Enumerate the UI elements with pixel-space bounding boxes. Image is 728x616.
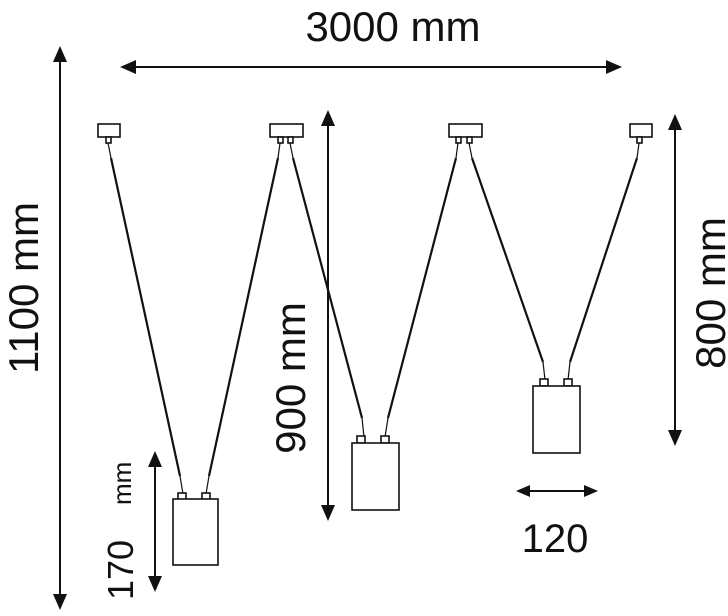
cable-wire	[277, 142, 281, 159]
cable	[109, 157, 182, 477]
arrow-icon	[321, 505, 335, 521]
pendant-shade-icon	[532, 385, 581, 454]
arrow-icon	[120, 60, 136, 74]
cable	[386, 157, 458, 419]
canopy-connector	[466, 136, 473, 144]
ceiling-canopy-icon	[629, 123, 653, 138]
cables	[107, 142, 640, 495]
canopy-4	[629, 123, 653, 144]
cable-wire	[542, 361, 546, 381]
ceiling-canopy-icon	[269, 123, 304, 138]
arrow-icon	[321, 110, 335, 126]
right-drop-label: 800 mm	[687, 217, 728, 369]
arrow-icon	[668, 114, 682, 130]
cable	[568, 157, 639, 363]
dimension-total-height: 1100 mm	[0, 46, 67, 610]
canopy-connector	[277, 136, 284, 144]
arrow-icon	[53, 46, 67, 62]
dimension-shade-height: 170 mm	[100, 451, 162, 600]
cable-wire	[179, 475, 184, 495]
cable-wire	[107, 142, 112, 159]
arrow-icon	[606, 60, 622, 74]
dimension-right-drop: 800 mm	[668, 114, 728, 446]
arrow-icon	[584, 485, 598, 497]
cable	[470, 157, 545, 363]
dimension-total-width: 3000 mm	[120, 3, 622, 74]
cable-wire	[455, 142, 459, 159]
cable-wire	[289, 142, 294, 159]
pendant-1	[172, 492, 219, 566]
pendant-3	[532, 378, 581, 454]
pendant-2	[351, 435, 400, 511]
dimension-middle-drop: 900 mm	[267, 110, 335, 521]
dimension-shade-width: 120	[516, 485, 598, 561]
total-height-label: 1100 mm	[0, 202, 47, 374]
cable	[207, 157, 280, 477]
canopy-connector	[636, 136, 643, 144]
arrow-icon	[148, 451, 162, 467]
ceiling-canopy-icon	[97, 123, 121, 138]
canopy-3	[448, 123, 483, 144]
pendant-shade-icon	[351, 442, 400, 511]
arrow-icon	[516, 485, 530, 497]
canopy-connector	[105, 136, 112, 144]
shade-connector	[356, 435, 366, 444]
pendant-shade-icon	[172, 498, 219, 566]
canopy-2	[269, 123, 304, 144]
cable-wire	[636, 142, 640, 159]
shade-width-label: 120	[522, 517, 589, 561]
cable-wire	[567, 361, 571, 381]
cable-wire	[361, 417, 365, 438]
shade-connector	[539, 378, 549, 387]
ceiling-canopy-icon	[448, 123, 483, 138]
cable-wire	[384, 417, 389, 438]
shade-connector	[563, 378, 573, 387]
cable-wire	[205, 475, 210, 495]
shade-height-unit: mm	[107, 462, 137, 505]
shade-height-value: 170	[100, 540, 141, 600]
canopy-connector	[287, 136, 294, 144]
arrow-icon	[668, 430, 682, 446]
canopy-1	[97, 123, 121, 144]
arrow-icon	[148, 576, 162, 592]
cable-wire	[468, 142, 473, 159]
middle-drop-label: 900 mm	[267, 302, 314, 454]
shade-connector	[380, 435, 390, 444]
canopy-connector	[455, 136, 462, 144]
total-width-label: 3000 mm	[305, 3, 480, 50]
arrow-icon	[53, 594, 67, 610]
